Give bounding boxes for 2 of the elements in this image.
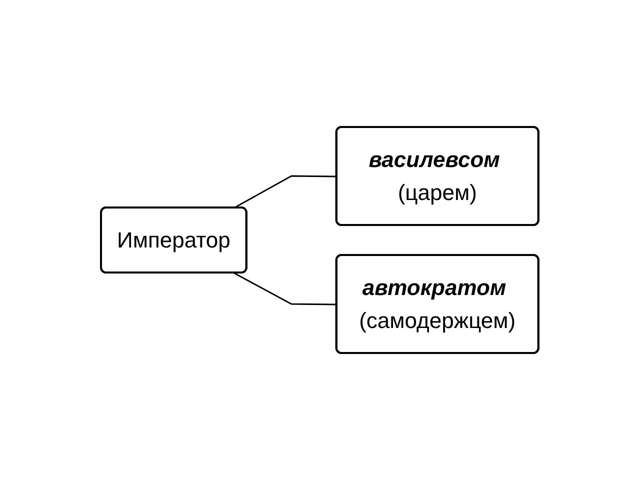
connector bbox=[234, 175, 338, 209]
connector bbox=[234, 272, 338, 306]
